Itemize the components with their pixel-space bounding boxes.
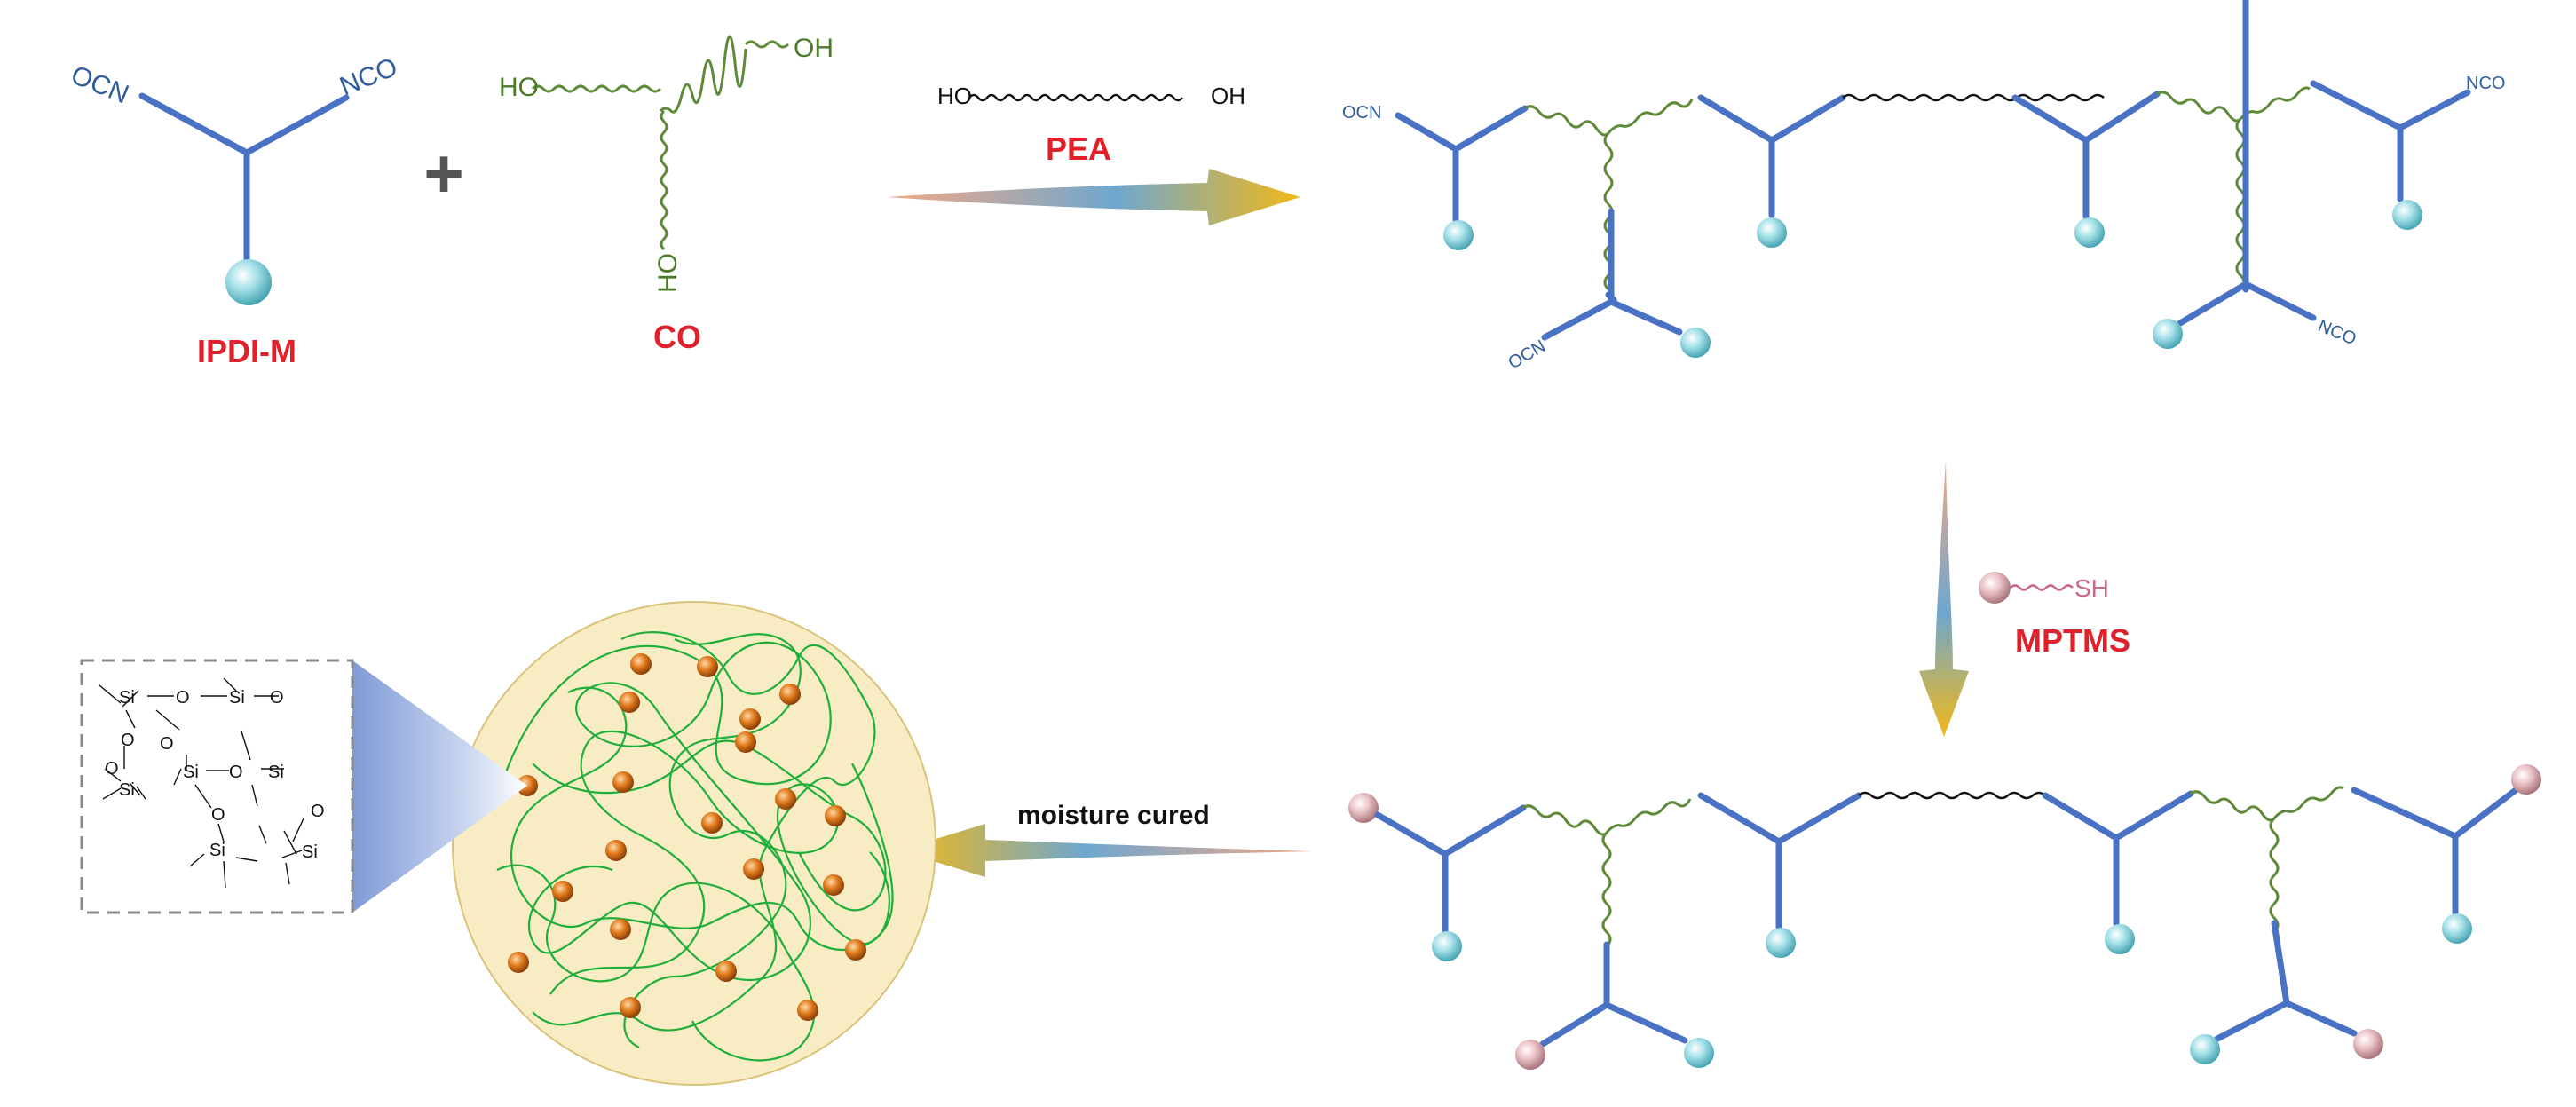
zoom-cone bbox=[352, 660, 527, 913]
crosslink-node bbox=[797, 1000, 818, 1021]
sphere-icon bbox=[2511, 764, 2541, 795]
siloxane-atom: O bbox=[105, 759, 119, 779]
siloxane-atom: Si bbox=[119, 780, 135, 800]
siloxane-atom: O bbox=[270, 688, 284, 708]
siloxane-atom: Si bbox=[209, 841, 225, 860]
crosslink-node bbox=[552, 881, 573, 902]
siloxane-atom: Si bbox=[119, 688, 135, 708]
sphere-icon bbox=[1766, 928, 1796, 958]
siloxane-atom: Si bbox=[302, 842, 318, 862]
nco-group-label: NCO bbox=[336, 52, 401, 102]
crosslink-node bbox=[701, 812, 723, 834]
crosslink-node bbox=[715, 961, 737, 982]
crosslink-node bbox=[739, 708, 761, 730]
siloxane-atom: Si bbox=[183, 763, 199, 782]
end-group-label: OCN bbox=[1342, 103, 1381, 123]
crosslink-node bbox=[823, 874, 844, 896]
crosslink-node bbox=[612, 771, 634, 793]
hydroxyl-label-left: HO bbox=[499, 73, 539, 102]
siloxane-atom: Si bbox=[268, 763, 284, 782]
crosslink-node bbox=[735, 731, 756, 753]
thiol-group-label: SH bbox=[2074, 574, 2109, 602]
siloxane-atom: O bbox=[176, 688, 190, 708]
end-group-label: OCN bbox=[1505, 336, 1549, 373]
crosslink-node bbox=[775, 788, 796, 810]
moisture-cured-label: moisture cured bbox=[1017, 801, 1210, 830]
step1-arrow: HO OH PEA bbox=[888, 83, 1300, 225]
sphere-icon bbox=[1443, 220, 1474, 250]
mptms-label: MPTMS bbox=[2015, 622, 2130, 659]
crosslink-node bbox=[743, 858, 764, 880]
hydroxyl-label-right: OH bbox=[794, 34, 834, 63]
castor-oil-molecule: HO OH HO CO bbox=[499, 34, 834, 355]
crosslink-node bbox=[845, 939, 866, 961]
sphere-icon bbox=[225, 259, 272, 305]
siloxane-atom: O bbox=[211, 805, 225, 825]
crosslink-node bbox=[605, 840, 627, 861]
crosslink-node bbox=[620, 997, 641, 1018]
siloxane-inset: Si O Si O O O Si O Si Si O O O Si Si bbox=[80, 659, 354, 914]
sphere-icon bbox=[1348, 793, 1379, 823]
crosslink-node bbox=[610, 919, 631, 940]
sphere-icon bbox=[2074, 217, 2105, 248]
sphere-icon bbox=[1684, 1038, 1714, 1068]
sphere-icon bbox=[2353, 1029, 2383, 1059]
pea-label: PEA bbox=[1046, 130, 1111, 167]
crosslink-node bbox=[697, 656, 718, 677]
sphere-icon bbox=[1515, 1040, 1545, 1070]
network-crosslink-nodes bbox=[508, 653, 866, 1021]
pea-formula-oh: OH bbox=[1211, 83, 1245, 109]
silane-terminated-prepolymer bbox=[1348, 764, 2541, 1070]
crosslink-node bbox=[619, 692, 640, 713]
crosslink-node bbox=[825, 805, 846, 826]
ipdi-m-molecule: OCN NCO IPDI-M bbox=[67, 52, 401, 369]
crosslink-node bbox=[779, 684, 801, 705]
nco-prepolymer: OCN OCN NCO NCO bbox=[1342, 0, 2505, 373]
sphere-icon bbox=[2392, 200, 2422, 230]
plus-sign: + bbox=[423, 134, 464, 212]
sphere-icon bbox=[2105, 924, 2135, 954]
sphere-icon bbox=[2442, 913, 2472, 944]
siloxane-atom: O bbox=[160, 734, 174, 754]
co-label: CO bbox=[653, 319, 701, 355]
sphere-icon bbox=[2190, 1034, 2220, 1064]
hydroxyl-label-bottom: HO bbox=[653, 253, 683, 293]
end-group-label: NCO bbox=[2315, 316, 2359, 349]
siloxane-atom: Si bbox=[229, 688, 245, 708]
sphere-icon bbox=[1757, 217, 1787, 248]
siloxane-atom: O bbox=[121, 731, 135, 750]
siloxane-atom: O bbox=[229, 763, 243, 782]
sphere-icon bbox=[2153, 319, 2183, 349]
end-group-label: NCO bbox=[2466, 74, 2505, 93]
ocn-group-label: OCN bbox=[67, 60, 132, 110]
siloxane-atom: O bbox=[311, 802, 325, 821]
step2-arrow: SH MPTMS bbox=[1919, 460, 2130, 737]
step3-arrow: moisture cured bbox=[898, 801, 1314, 877]
ipdi-m-label: IPDI-M bbox=[197, 333, 296, 369]
sphere-icon bbox=[1680, 328, 1711, 358]
pea-formula-ho: HO bbox=[937, 83, 972, 109]
crosslinked-network bbox=[452, 601, 936, 1086]
sphere-icon bbox=[1979, 572, 2011, 604]
crosslink-node bbox=[508, 952, 529, 973]
crosslink-node bbox=[630, 653, 652, 675]
sphere-icon bbox=[1432, 931, 1462, 961]
